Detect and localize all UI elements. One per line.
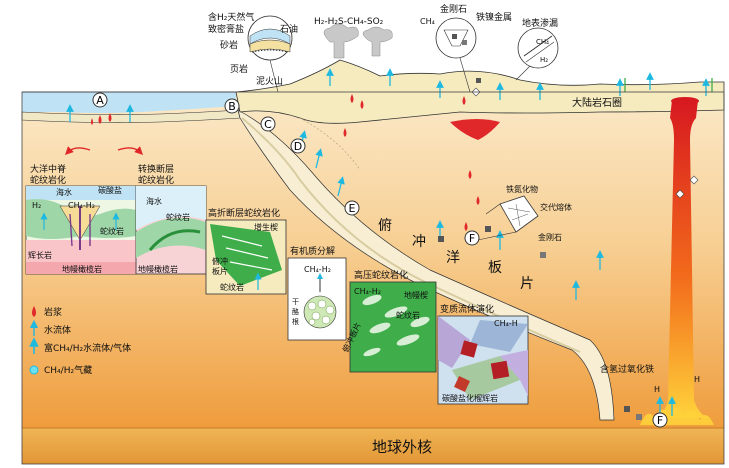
label-sandstone: 砂岩 bbox=[220, 39, 238, 51]
ocean bbox=[22, 92, 236, 113]
magma-chamber bbox=[450, 119, 500, 140]
transform-inset bbox=[135, 185, 207, 275]
reservoir-inset bbox=[247, 15, 293, 93]
mor-h2: H₂ bbox=[32, 201, 41, 210]
organic-kerogen-1: 干 bbox=[292, 298, 299, 306]
legend-rich: 富CH₄/H₂水流体/气体 bbox=[44, 342, 131, 354]
high-angle-accretion: 增生楔 bbox=[254, 222, 278, 232]
hp-serp-mantle: 地幔楔 bbox=[404, 290, 428, 300]
organic-kerogen-2: 酪 bbox=[292, 307, 299, 316]
outer-core-label: 地球外核 bbox=[372, 438, 432, 456]
high-angle-slab-2: 板片 bbox=[212, 266, 228, 276]
high-angle-serp: 蛇纹岩 bbox=[220, 282, 244, 292]
slab-char-1: 俯 bbox=[378, 218, 392, 234]
hydride-title: 含氢过氧化铁 bbox=[600, 363, 654, 375]
legend-water: 水流体 bbox=[44, 324, 71, 336]
legend-store: CH₄/H₂气藏 bbox=[44, 364, 92, 376]
magma-droplets bbox=[91, 94, 480, 231]
label-ch4-small: CH₄ bbox=[420, 17, 435, 26]
marker-f1-label: F bbox=[469, 232, 475, 245]
label-tight-salt: 致密膏盐 bbox=[208, 23, 244, 35]
mantle-plume bbox=[650, 100, 712, 418]
transform-seawater: 海水 bbox=[146, 196, 162, 206]
ferrous-diamond: 金刚石 bbox=[538, 232, 562, 242]
legend-magma: 岩浆 bbox=[44, 306, 62, 318]
mor-ch4h2: CH₄-H₂ bbox=[68, 201, 95, 210]
marker-f2-label: F bbox=[657, 414, 663, 427]
slab-char-4: 板 bbox=[488, 260, 502, 276]
marker-a-label: A bbox=[96, 94, 104, 107]
mor-carbonate: 碳酸盐 bbox=[98, 185, 122, 195]
marker-c-label: C bbox=[264, 118, 272, 131]
hp-serp-serp: 蛇纹岩 bbox=[396, 310, 420, 320]
marker-b-label: B bbox=[228, 100, 236, 113]
organic-inset bbox=[287, 257, 347, 341]
outer-core bbox=[22, 428, 724, 464]
label-oil: 石油 bbox=[280, 23, 298, 35]
organic-kerogen-3: 根 bbox=[292, 317, 299, 326]
transform-title-1: 转换断层 bbox=[138, 163, 174, 175]
organic-title: 有机质分解 bbox=[290, 245, 335, 257]
hydride-h2: H bbox=[694, 375, 700, 384]
mor-title-2: 蛇纹岩化 bbox=[30, 174, 66, 186]
transform-title-2: 蛇纹岩化 bbox=[138, 174, 174, 186]
label-feni: 铁镍金属 bbox=[476, 11, 512, 23]
gas-clouds bbox=[323, 23, 393, 59]
seepage-inset bbox=[515, 27, 559, 81]
label-h2-gas: 含H₂天然气 bbox=[208, 11, 254, 23]
transform-serp: 蛇纹岩 bbox=[166, 212, 190, 222]
marker-b: B bbox=[224, 98, 240, 114]
small-markers bbox=[438, 78, 699, 420]
hp-serp-gas: CH₄-H₂ bbox=[354, 287, 381, 296]
metamorphic-gas: CH₄-H bbox=[494, 319, 518, 328]
label-seepage: 地表渗漏 bbox=[522, 17, 558, 29]
metamorphic-title: 变质流体演化 bbox=[440, 303, 494, 315]
slab-char-3: 洋 bbox=[446, 250, 460, 266]
high-angle-inset bbox=[205, 219, 287, 295]
high-angle-title: 高折断层蛇纹岩化 bbox=[208, 207, 280, 219]
mor-gabbro: 辉长岩 bbox=[28, 250, 52, 260]
legend-store-icon bbox=[29, 365, 39, 375]
ferrous-nitride: 铁氮化物 bbox=[506, 184, 538, 194]
marker-f1: F bbox=[464, 230, 480, 246]
zone-markers: A B C D E F F bbox=[92, 92, 668, 428]
marker-e: E bbox=[344, 200, 360, 216]
organic-gas: CH₄-H₂ bbox=[304, 265, 331, 274]
slab-label: 俯 冲 洋 板 片 bbox=[378, 218, 534, 292]
diamond-inset bbox=[435, 17, 477, 93]
label-mud-volcano: 泥火山 bbox=[256, 76, 283, 87]
hydride-h1: H bbox=[654, 385, 660, 394]
hp-serp-inset bbox=[349, 281, 437, 373]
label-gas-mix: H₂-H₂S-CH₄-SO₂ bbox=[314, 17, 384, 27]
hp-serp-title: 高压蛇纹岩化 bbox=[354, 269, 408, 281]
marker-d: D bbox=[290, 138, 306, 154]
mor-inset bbox=[25, 185, 137, 275]
slab-char-5: 片 bbox=[520, 276, 534, 292]
high-angle-slab-1: 俯冲 bbox=[212, 256, 228, 266]
marker-f2: F bbox=[652, 412, 668, 428]
marker-a: A bbox=[92, 92, 108, 108]
ferrous-inset bbox=[477, 195, 539, 241]
mor-seawater: 海水 bbox=[56, 187, 72, 197]
slab-char-2: 冲 bbox=[412, 234, 426, 250]
legend-magma-icon bbox=[32, 306, 36, 317]
ferrous-intergrowth: 交代熔体 bbox=[540, 202, 572, 212]
transform-peridotite: 地幔橄榄岩 bbox=[138, 264, 178, 274]
metamorphic-bottom: 碳酸盐化榴辉岩 bbox=[442, 393, 498, 403]
label-diamond: 金刚石 bbox=[440, 3, 467, 15]
mor-peridotite: 地幔橄榄岩 bbox=[62, 264, 102, 274]
marker-e-label: E bbox=[349, 202, 356, 215]
marker-d-label: D bbox=[294, 140, 302, 153]
metamorphic-inset bbox=[437, 315, 529, 405]
mor-serp: 蛇纹岩 bbox=[100, 226, 124, 236]
marker-c: C bbox=[260, 116, 276, 132]
subducting-slab bbox=[237, 109, 615, 421]
mor-title-1: 大洋中脊 bbox=[30, 163, 66, 175]
continental-lithosphere-label: 大陆岩石圈 bbox=[572, 96, 622, 109]
label-seep-ch4: CH₄ bbox=[536, 38, 549, 46]
label-shale: 页岩 bbox=[230, 63, 248, 75]
label-seep-h2: H₂ bbox=[540, 56, 548, 64]
legend bbox=[29, 306, 39, 375]
